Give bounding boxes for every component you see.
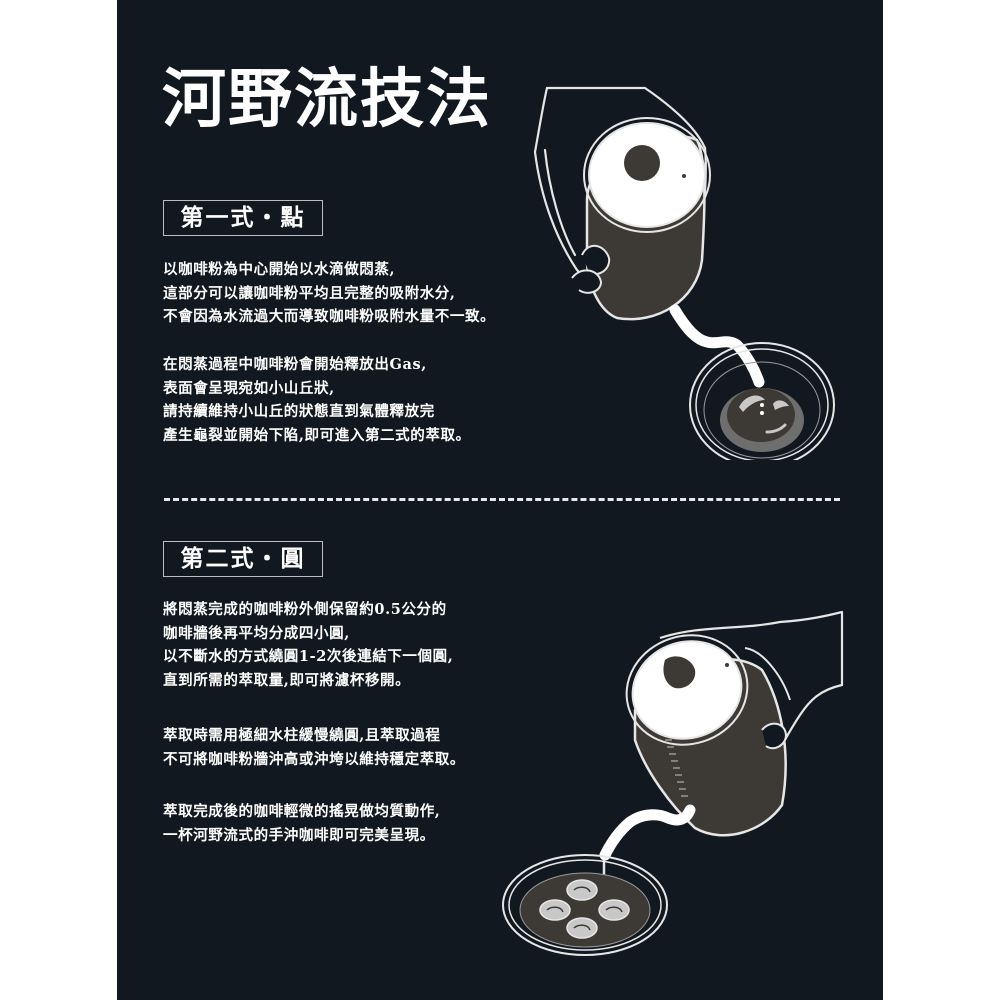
text-line: 表面會呈現宛如小山丘狀,: [163, 379, 335, 397]
text-line: 不會因為水流過大而導致咖啡粉吸附水量不一致。: [163, 308, 496, 325]
text-line: 一杯河野流式的手沖咖啡即可完美呈現。: [163, 826, 435, 844]
step2-label: 第二式・圓: [163, 541, 323, 577]
step1-label: 第一式・點: [163, 200, 323, 236]
text-line: 以不斷水的方式繞圓1-2次後連結下一個圓,: [163, 648, 454, 665]
text-line: 萃取完成後的咖啡輕微的搖晃做均質動作,: [163, 803, 441, 820]
kettle-pour-circles-icon: [502, 610, 844, 956]
kettle-drip-point-icon: [533, 86, 835, 460]
text-line: 將悶蒸完成的咖啡粉外側保留約0.5公分的: [163, 601, 447, 618]
text-line: 萃取時需用極細水柱緩慢繞圓,且萃取過程: [163, 727, 441, 744]
text-line: 在悶蒸過程中咖啡粉會開始釋放出Gas,: [163, 356, 427, 373]
kono-technique-page: 河野流技法 第一式・點 以咖啡粉為中心開始以水滴做悶蒸, 這部分可以讓咖啡粉平均…: [117, 0, 883, 1000]
text-line: 直到所需的萃取量,即可將濾杯移開。: [163, 671, 411, 689]
text-line: 請持續維持小山丘的狀態直到氣體釋放完: [163, 403, 435, 420]
step2-paragraph-3: 萃取完成後的咖啡輕微的搖晃做均質動作, 一杯河野流式的手沖咖啡即可完美呈現。: [163, 800, 440, 847]
page-title: 河野流技法: [162, 62, 492, 137]
step1-paragraph-2: 在悶蒸過程中咖啡粉會開始釋放出Gas, 表面會呈現宛如小山丘狀, 請持續維持小山…: [163, 353, 471, 447]
text-line: 以咖啡粉為中心開始以水滴做悶蒸,: [163, 261, 396, 278]
text-line: 產生龜裂並開始下陷,即可進入第二式的萃取。: [163, 426, 471, 444]
text-line: 咖啡牆後再平均分成四小圓,: [163, 624, 350, 642]
section-divider: [164, 498, 840, 501]
step2-paragraph-2: 萃取時需用極細水柱緩慢繞圓,且萃取過程 不可將咖啡粉牆沖高或沖垮以維持穩定萃取。: [163, 724, 465, 771]
step1-paragraph-1: 以咖啡粉為中心開始以水滴做悶蒸, 這部分可以讓咖啡粉平均且完整的吸附水分, 不會…: [163, 258, 495, 329]
text-line: 這部分可以讓咖啡粉平均且完整的吸附水分,: [163, 284, 456, 302]
text-line: 不可將咖啡粉牆沖高或沖垮以維持穩定萃取。: [163, 750, 465, 768]
step2-paragraph-1: 將悶蒸完成的咖啡粉外側保留約0.5公分的 咖啡牆後再平均分成四小圓, 以不斷水的…: [163, 598, 453, 692]
